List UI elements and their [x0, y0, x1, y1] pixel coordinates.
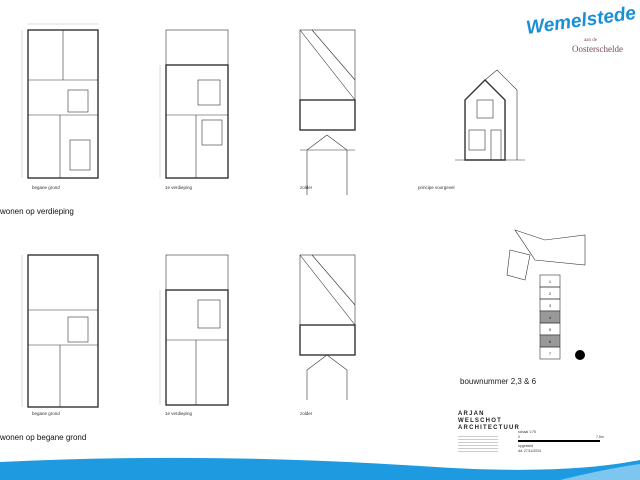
- label-1e-verdieping-2: 1e verdieping: [165, 411, 193, 416]
- label-1e-verdieping: 1e verdieping: [165, 185, 193, 190]
- section-title-2: wonen op begane grond: [0, 433, 87, 442]
- firm-line: Welschot: [458, 418, 502, 424]
- plan-ground-floor-1: [21, 23, 99, 179]
- plan-attic-1: [299, 29, 356, 195]
- firm-line: Architectuur: [458, 425, 521, 431]
- logo-brand: Wemelstede: [524, 2, 638, 40]
- label-principe-voorgevel: principe voorgevel: [418, 185, 455, 190]
- drawn-label: opgesteld: [518, 444, 534, 448]
- label-begane-grond: begane grond: [32, 185, 60, 190]
- lot: 5: [548, 327, 552, 332]
- lot: 2: [548, 291, 552, 296]
- lot-numbers: 1 2 3 4 5 6 7: [540, 276, 560, 360]
- lot: 6: [548, 339, 552, 344]
- logo-sub1: aan de: [584, 38, 597, 43]
- plan-attic-2: [299, 254, 356, 400]
- date: dd. 27/11/2024: [518, 449, 542, 453]
- lot: 4: [548, 315, 552, 320]
- logo: Wemelstede aan de Oosterschelde: [525, 3, 639, 54]
- plan-first-floor-1: [159, 29, 229, 179]
- logo-sub2: Oosterschelde: [572, 44, 623, 54]
- section-title: wonen op verdieping: [0, 207, 74, 216]
- firm-name: ArjanWelschotArchitectuur: [458, 411, 520, 432]
- plan-first-floor-2: [159, 254, 229, 406]
- scale-start: 0: [518, 435, 520, 439]
- elevation-front: [455, 69, 525, 161]
- scale-bar: [518, 440, 600, 442]
- label-zolder: zolder: [300, 185, 313, 190]
- scale-end: 7,5m: [596, 435, 604, 439]
- site-caption: bouwnummer 2,3 & 6: [460, 377, 537, 386]
- site-plan: [506, 229, 586, 360]
- firm-line: Arjan: [458, 411, 485, 417]
- lot: 7: [548, 351, 552, 356]
- lot: 1: [548, 279, 552, 284]
- plan-ground-floor-2: [21, 254, 99, 408]
- lot: 3: [548, 303, 552, 308]
- scale-label: schaal 1:75: [518, 430, 536, 434]
- label-zolder-2: zolder: [300, 411, 313, 416]
- footer-wave: [0, 457, 640, 480]
- label-begane-grond-2: begane grond: [32, 411, 60, 416]
- firm-address: [458, 434, 498, 452]
